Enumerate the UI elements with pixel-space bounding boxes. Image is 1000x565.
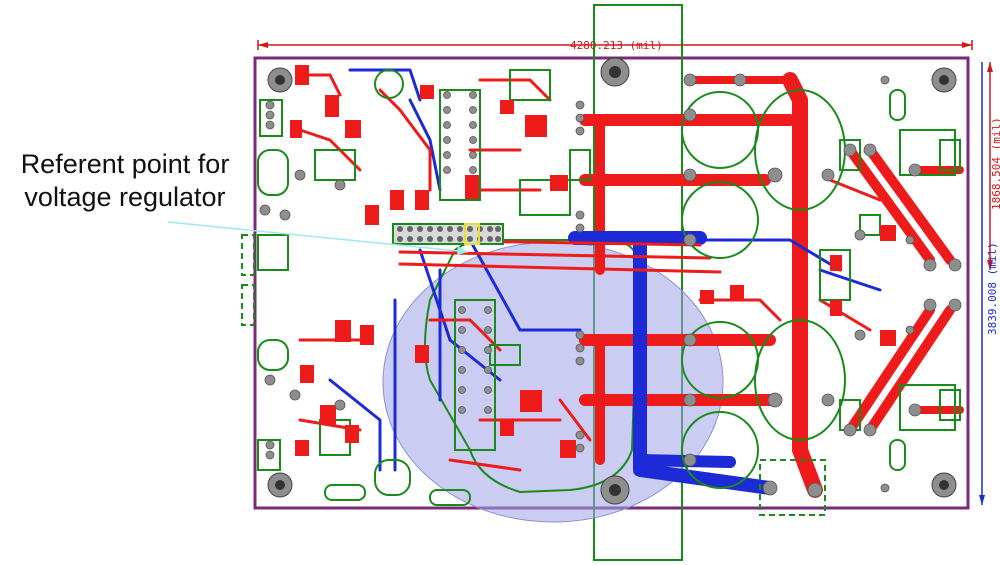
power-traces-blue	[328, 68, 882, 495]
mounting-hole-center	[609, 484, 621, 496]
mounting-hole-center	[939, 75, 949, 85]
signal-traces-red	[298, 73, 882, 472]
callout-leader-line	[167, 221, 469, 253]
mounting-hole-center	[609, 66, 621, 78]
height-dimension-blue-label: 3839.008 (mil)	[986, 242, 999, 335]
annotation-line-2: voltage regulator	[24, 182, 226, 212]
mounting-hole-center	[939, 480, 949, 490]
header-connector	[392, 223, 504, 245]
referent-point-marker	[464, 223, 480, 245]
mounting-holes	[267, 57, 957, 505]
height-dimension-red-label: 1868.504 (mil)	[990, 117, 1000, 210]
via-pads	[259, 73, 962, 498]
width-dimension: 4280.213 (mil)	[257, 39, 973, 52]
callout-arrowhead	[457, 246, 468, 255]
annotation-label: Referent point for voltage regulator	[0, 148, 250, 214]
width-dimension-label: 4280.213 (mil)	[570, 39, 663, 52]
height-dimension-red: 1868.504 (mil)	[987, 62, 1000, 270]
annotation-line-1: Referent point for	[20, 149, 230, 179]
height-dimension-blue: 3839.008 (mil)	[979, 62, 999, 505]
mounting-hole-center	[275, 75, 285, 85]
smd-pads	[290, 65, 896, 458]
mounting-hole-center	[275, 480, 285, 490]
